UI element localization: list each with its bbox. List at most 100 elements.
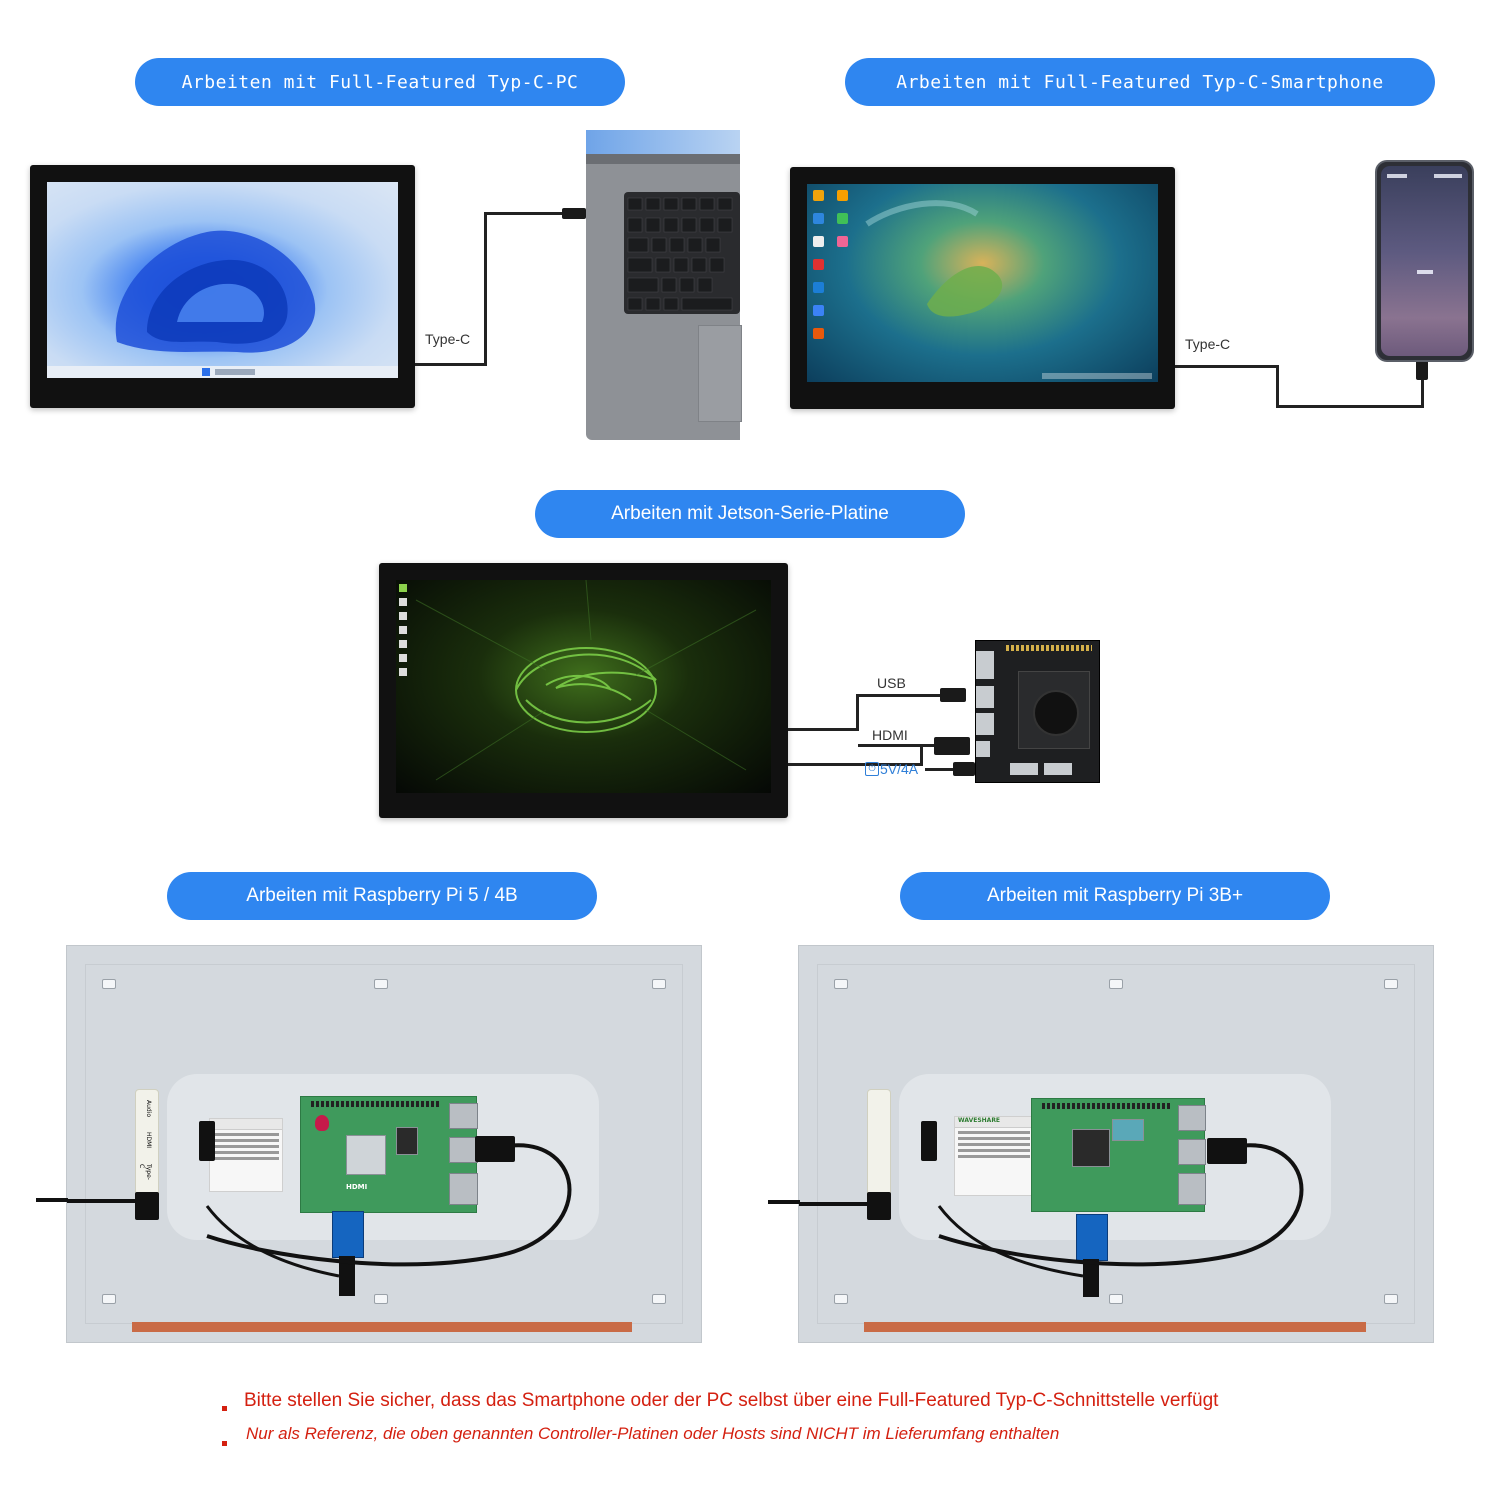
monitor-jetson [379,563,788,818]
app-icons-column-1 [813,190,827,360]
power-cable [925,768,955,771]
wifi-chip [1112,1119,1144,1141]
heading-smartphone: Arbeiten mit Full-Featured Typ-C-Smartph… [845,58,1435,106]
laptop-screen-edge [586,130,740,154]
ocean-wallpaper [807,184,1158,382]
flex-cable-top [199,1121,215,1161]
heading-smartphone-text: Arbeiten mit Full-Featured Typ-C-Smartph… [896,71,1384,93]
fan-icon [1033,690,1079,736]
screw [652,1294,666,1304]
board-hdmi-text: HDMI [346,1183,368,1191]
raspberry-pi-5-board: HDMI [300,1096,478,1213]
jetson-cable-a3 [856,694,944,697]
spec-label-card: WAVESHARE [954,1116,1034,1196]
heading-rpi5: Arbeiten mit Raspberry Pi 5 / 4B [167,872,597,920]
ram-chip [396,1127,418,1155]
monitor-pc [30,165,415,408]
waveshare-logo-text: WAVESHARE [955,1117,1033,1128]
phone-typec-label: Type-C [1185,336,1231,352]
laptop-touchpad [698,325,742,422]
phone-center-text [1417,270,1433,274]
flex-cable-top [921,1121,937,1161]
rpi5-external-cable [36,1198,68,1202]
typec-plug-rpi5 [135,1192,159,1220]
pc-cable-h1 [415,363,487,366]
usb-port-1 [449,1103,478,1129]
jetson-heatsink [1018,671,1090,749]
jetson-cable-b1 [788,763,923,766]
pc-typec-label: Type-C [425,331,471,347]
phone-cable-h1 [1175,365,1279,368]
phone-cable-h2 [1276,405,1424,408]
note1: Bitte stellen Sie sicher, dass das Smart… [244,1390,1219,1411]
ethernet-port [1178,1173,1206,1205]
screw [834,979,848,989]
usb-port-1 [1178,1105,1206,1131]
phone-cable-v1 [1276,365,1279,408]
heading-jetson-text: Arbeiten mit Jetson-Serie-Platine [611,503,889,524]
note1-bullet [222,1406,227,1411]
heading-pc: Arbeiten mit Full-Featured Typ-C-PC [135,58,625,106]
jetson-cable-a2 [856,694,859,731]
screw [374,1294,388,1304]
nvidia-wallpaper [396,580,771,793]
jetson-port-4 [1044,763,1072,775]
jetson-port-2 [976,713,994,735]
gpio-header [311,1101,441,1107]
usb-cable-loop [67,1143,572,1278]
heading-rpi3-text: Arbeiten mit Raspberry Pi 3B+ [986,885,1244,906]
phone-status-left [1387,174,1407,178]
typec-plug-rpi3 [867,1192,891,1220]
usb-port-2 [1178,1139,1206,1165]
heading-rpi3: Arbeiten mit Raspberry Pi 3B+ [900,872,1330,920]
heading-pc-text: Arbeiten mit Full-Featured Typ-C-PC [181,71,579,93]
raspberry-pi-logo-icon [315,1115,329,1131]
screw [834,1294,848,1304]
jetson-port-1 [976,651,994,679]
orange-strip-rpi5 [132,1322,632,1332]
jetson-cable-b3 [858,744,938,747]
smartphone [1375,160,1474,362]
ethernet-port [449,1173,478,1205]
windows-bloom-image [115,230,316,353]
power-plug [953,762,975,776]
screw [1384,1294,1398,1304]
laptop-keyboard [624,192,740,314]
windows-logo-icon [202,368,210,376]
screw [1384,979,1398,989]
jetson-port-usb [976,686,994,708]
heading-rpi5-text: Arbeiten mit Raspberry Pi 5 / 4B [246,885,518,906]
hdmi-label: HDMI [872,727,908,743]
jetson-board [975,640,1100,783]
back-panel-rpi3: WAVESHARE [798,945,1434,1343]
jetson-gpio-header [1006,645,1092,651]
note2-bullet [222,1441,227,1446]
app-icons-column-2 [837,190,851,260]
usb-cable-loop [799,1143,1304,1278]
gpio-header [1042,1103,1172,1109]
taskbar-icons [215,369,255,375]
raspberry-pi-3b-board [1031,1098,1206,1212]
pc-cable-h2 [484,212,564,215]
usb-port-2 [449,1137,478,1163]
side-port-card: Audio HDMI Type-C [135,1089,159,1201]
screw [374,979,388,989]
nvidia-logo-icon [415,580,757,781]
phone-typec-plug [1416,358,1428,380]
phone-cable-v2 [1421,375,1424,408]
screw [1109,1294,1123,1304]
keyboard-keys [627,197,733,311]
orange-strip-rpi3 [864,1322,1366,1332]
phone-status-right [1434,174,1462,178]
phone-screen [1381,166,1468,356]
pc-typec-plug [562,208,586,219]
soc-chip [1072,1129,1110,1167]
monitor-smartphone [790,167,1175,409]
laptop-hinge [586,154,740,164]
screw [1109,979,1123,989]
island-image [865,200,1003,317]
status-bar [1042,373,1152,379]
jetson-desktop-icons [399,584,409,774]
jetson-port-hdmi [976,741,990,757]
flex-cable-bottom [339,1256,355,1296]
